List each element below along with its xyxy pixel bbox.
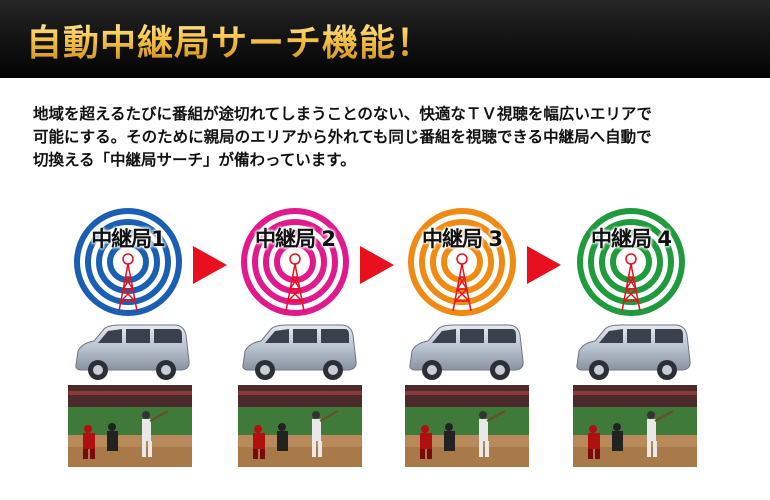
- batter-figure: [312, 410, 339, 457]
- catcher-figure: [83, 425, 95, 459]
- baseball-broadcast-photo: [405, 385, 529, 467]
- relay-station-4: 中継局 4: [576, 207, 686, 317]
- description-line-2: 可能にする。そのために親局のエリアから外れても同じ番組を視聴できる中継局へ自動で: [33, 128, 652, 146]
- relay-station-2: 中継局 2: [240, 207, 350, 317]
- baseball-broadcast-photo: [238, 385, 362, 467]
- baseball-broadcast-photo: [573, 385, 697, 467]
- triangle-right-icon: [193, 246, 227, 284]
- baseball-broadcast-photo: [68, 385, 192, 467]
- minivan-icon: [576, 324, 691, 380]
- description-line-1: 地域を超えるたびに番組が途切れてしまうことのない、快適なＴＶ視聴を幅広いエリアで: [33, 105, 652, 123]
- radio-tower-icon: [285, 253, 305, 312]
- catcher-figure: [420, 425, 432, 459]
- station-label: 中継局 2: [255, 227, 336, 251]
- umpire-figure: [612, 423, 623, 451]
- radio-tower-icon: [452, 253, 472, 312]
- signal-rings-icon: [74, 208, 182, 316]
- radio-tower-icon: [621, 253, 641, 312]
- catcher-figure: [588, 425, 600, 459]
- station-label: 中継局 4: [591, 227, 672, 251]
- station-label: 中継局1: [91, 227, 166, 251]
- page-title: 自動中継局サーチ機能！: [26, 14, 433, 66]
- umpire-figure: [277, 423, 288, 451]
- description: 地域を超えるたびに番組が途切れてしまうことのない、快適なＴＶ視聴を幅広いエリアで…: [33, 103, 753, 172]
- umpire-figure: [444, 423, 455, 451]
- minivan-icon: [75, 324, 190, 380]
- relay-station-1: 中継局1: [73, 207, 183, 317]
- umpire-figure: [107, 423, 118, 451]
- relay-station-3: 中継局 3: [407, 207, 517, 317]
- minivan-icon: [242, 324, 357, 380]
- batter-figure: [479, 410, 506, 457]
- header-banner: 自動中継局サーチ機能！: [0, 0, 770, 78]
- triangle-right-icon: [360, 246, 394, 284]
- signal-rings-icon: [241, 208, 349, 316]
- catcher-figure: [253, 425, 265, 459]
- station-label: 中継局 3: [422, 227, 503, 251]
- batter-figure: [647, 410, 674, 457]
- radio-tower-icon: [118, 253, 138, 312]
- signal-rings-icon: [577, 208, 685, 316]
- batter-figure: [142, 410, 169, 457]
- triangle-right-icon: [527, 246, 561, 284]
- signal-rings-icon: [408, 208, 516, 316]
- minivan-icon: [409, 324, 524, 380]
- description-line-3: 切換える「中継局サーチ」が備わっています。: [33, 151, 356, 169]
